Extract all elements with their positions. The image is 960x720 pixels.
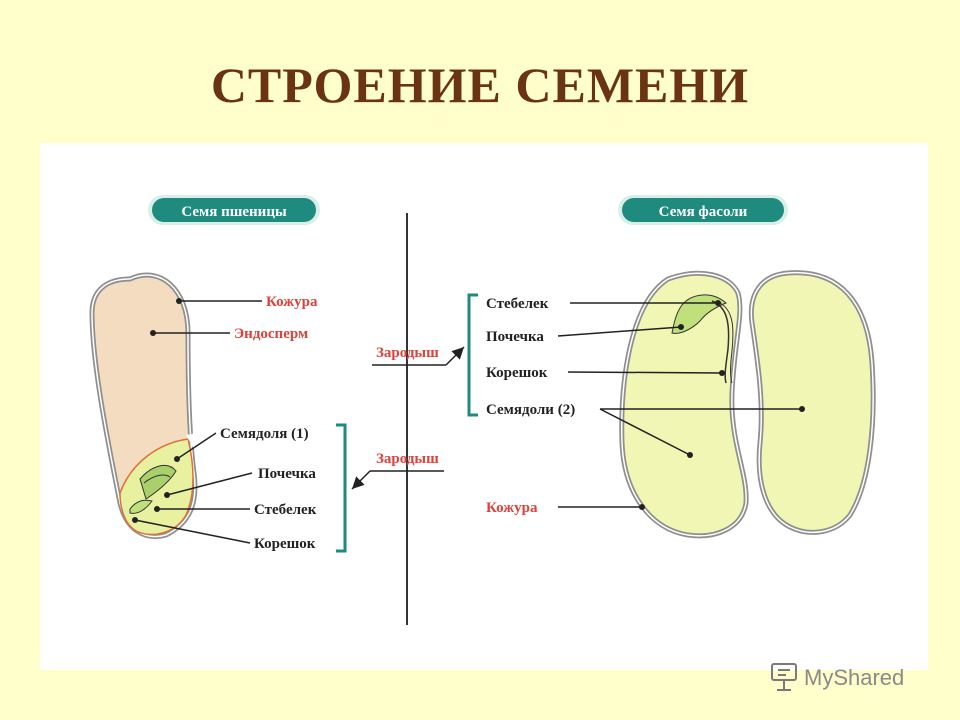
wheat-label-root: Корешок <box>254 536 316 552</box>
bean-embryo-bracket <box>467 293 478 417</box>
wheat-seed <box>89 272 198 539</box>
watermark-text: MyShared <box>804 665 904 690</box>
wheat-label-stem: Стебелек <box>254 502 317 518</box>
wheat-embryo-arrow <box>351 470 371 490</box>
bean-label-skin: Кожура <box>486 500 538 516</box>
bean-leader-lines <box>557 302 802 508</box>
wheat-label-cotyledon: Семядоля (1) <box>220 426 309 442</box>
wheat-header-badge: Семя пшеницы <box>148 195 320 225</box>
bean-label-stem: Стебелек <box>486 296 549 312</box>
bean-header-badge: Семя фасоли <box>618 195 788 225</box>
myshared-watermark: MyShared <box>768 660 928 694</box>
bean-embryo-label: Зародыш <box>376 345 439 361</box>
wheat-header-text: Семя пшеницы <box>181 204 287 220</box>
bean-header-text: Семя фасоли <box>659 204 748 220</box>
bean-label-root: Корешок <box>486 365 548 381</box>
bean-seed <box>619 270 876 539</box>
wheat-embryo-label: Зародыш <box>376 451 439 467</box>
wheat-label-endosperm: Эндосперм <box>234 326 308 342</box>
bean-label-bud: Почечка <box>486 329 544 345</box>
seed-structure-diagram: Семя пшеницы Семя фасоли <box>40 143 928 670</box>
bean-label-cotyledons: Семядоли (2) <box>486 402 575 418</box>
wheat-leader-lines <box>134 300 262 544</box>
wheat-embryo-bracket <box>336 423 347 553</box>
wheat-label-bud: Почечка <box>258 466 316 482</box>
wheat-label-skin: Кожура <box>266 294 318 310</box>
page-title: СТРОЕНИЕ СЕМЕНИ <box>210 57 750 113</box>
bean-embryo-arrow <box>445 346 465 366</box>
presentation-icon <box>771 663 797 691</box>
diagram-canvas: Семя пшеницы Семя фасоли <box>89 195 876 625</box>
